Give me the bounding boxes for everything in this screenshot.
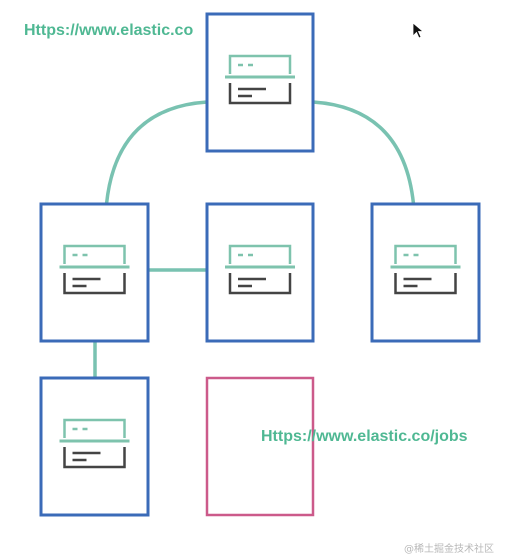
node-frame [205, 202, 315, 343]
node-middle-left [39, 202, 150, 343]
edges-layer [93, 100, 416, 380]
node-bottom-left [39, 376, 150, 517]
server-stack-icon [390, 244, 461, 295]
server-stack-icon [59, 418, 130, 469]
node-frame [39, 202, 150, 343]
jobs-url-text: Https://www.elastic.co/jobs [261, 428, 468, 445]
node-top [205, 12, 315, 153]
server-stack-icon [225, 244, 295, 295]
node-frame-pending [205, 376, 315, 517]
node-frame [205, 12, 315, 153]
server-stack-icon [59, 244, 130, 295]
node-frame [39, 376, 150, 517]
edge-top-to-middle-left [104, 100, 209, 206]
server-stack-icon [225, 54, 295, 105]
watermark-text: @稀土掘金技术社区 [404, 544, 494, 555]
header-url-text: Https://www.elastic.co [24, 22, 194, 39]
node-frame [370, 202, 481, 343]
node-middle-center [205, 202, 315, 343]
node-middle-right [370, 202, 481, 343]
mouse-cursor-icon [412, 22, 424, 39]
nodes-layer [39, 12, 481, 517]
node-bottom-center [205, 376, 315, 517]
edge-top-to-middle-right [311, 100, 416, 206]
